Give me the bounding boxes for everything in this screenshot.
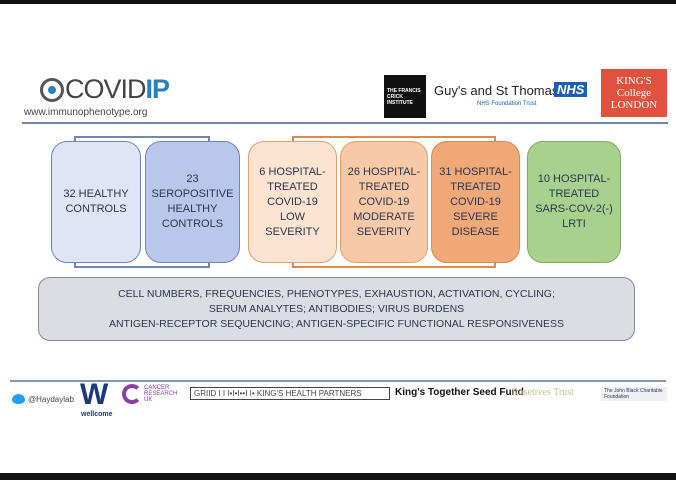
- nhs-logo: NHS: [554, 82, 588, 97]
- assays-box: CELL NUMBERS, FREQUENCIES, PHENOTYPES, E…: [38, 277, 635, 341]
- wellcome-logo: W: [80, 378, 109, 411]
- rosetrees-logo: Rosetrees Trust: [512, 387, 574, 398]
- cruk-logo: CANCER RESEARCH UK: [122, 384, 178, 404]
- kts-logo: King's Together Seed Fund: [395, 387, 524, 398]
- logo-ip-text: IP: [145, 74, 170, 104]
- virus-icon: [40, 77, 64, 102]
- cohort-lrti: 10 HOSPITAL- TREATED SARS-COV-2(-) LRTI: [527, 141, 621, 263]
- jbc-logo: The John Black Charitable Foundation: [601, 387, 667, 401]
- cruk-text: CANCER RESEARCH UK: [144, 385, 178, 403]
- crick-logo: THE FRANCIS CRICK INSTITUTE: [384, 75, 426, 118]
- cohort-covid-low: 6 HOSPITAL- TREATED COVID-19 LOW SEVERIT…: [248, 141, 337, 263]
- khp-logo: GRIID I I I•I•I••I I• KING'S HEALTH PART…: [190, 387, 390, 400]
- logo-covid-text: COVID: [65, 74, 147, 104]
- website-link[interactable]: www.immunophenotype.org: [24, 107, 148, 118]
- cruk-icon: [122, 384, 142, 404]
- cohort-healthy-controls: 32 HEALTHY CONTROLS: [51, 141, 141, 263]
- assay-line: CELL NUMBERS, FREQUENCIES, PHENOTYPES, E…: [118, 288, 555, 300]
- wellcome-text: wellcome: [81, 411, 113, 418]
- cohort-covid-severe: 31 HOSPITAL- TREATED COVID-19 SEVERE DIS…: [431, 141, 520, 263]
- footer-divider: [10, 380, 666, 382]
- top-bar: [0, 0, 676, 4]
- guys-logo-text: Guy's and St Thomas': [434, 83, 561, 98]
- twitter-text: @Haydaylab: [28, 394, 74, 404]
- assay-line: SERUM ANALYTES; ANTIBODIES; VIRUS BURDEN…: [208, 303, 465, 315]
- nhs-trust-text: NHS Foundation Trust: [477, 101, 537, 107]
- twitter-handle[interactable]: @Haydaylab: [12, 394, 74, 404]
- header-divider: [22, 122, 668, 124]
- covid-bracket-bottom: [292, 258, 496, 268]
- bottom-bar: [0, 473, 676, 480]
- kcl-logo: KING'S College LONDON: [601, 69, 667, 117]
- cohort-covid-moderate: 26 HOSPITAL- TREATED COVID-19 MODERATE S…: [340, 141, 428, 263]
- cohort-seropositive-controls: 23 SEROPOSITIVE HEALTHY CONTROLS: [145, 141, 240, 263]
- assay-line: ANTIGEN-RECEPTOR SEQUENCING; ANTIGEN-SPE…: [108, 318, 565, 330]
- twitter-icon: [12, 394, 25, 404]
- healthy-bracket-bottom: [74, 258, 210, 268]
